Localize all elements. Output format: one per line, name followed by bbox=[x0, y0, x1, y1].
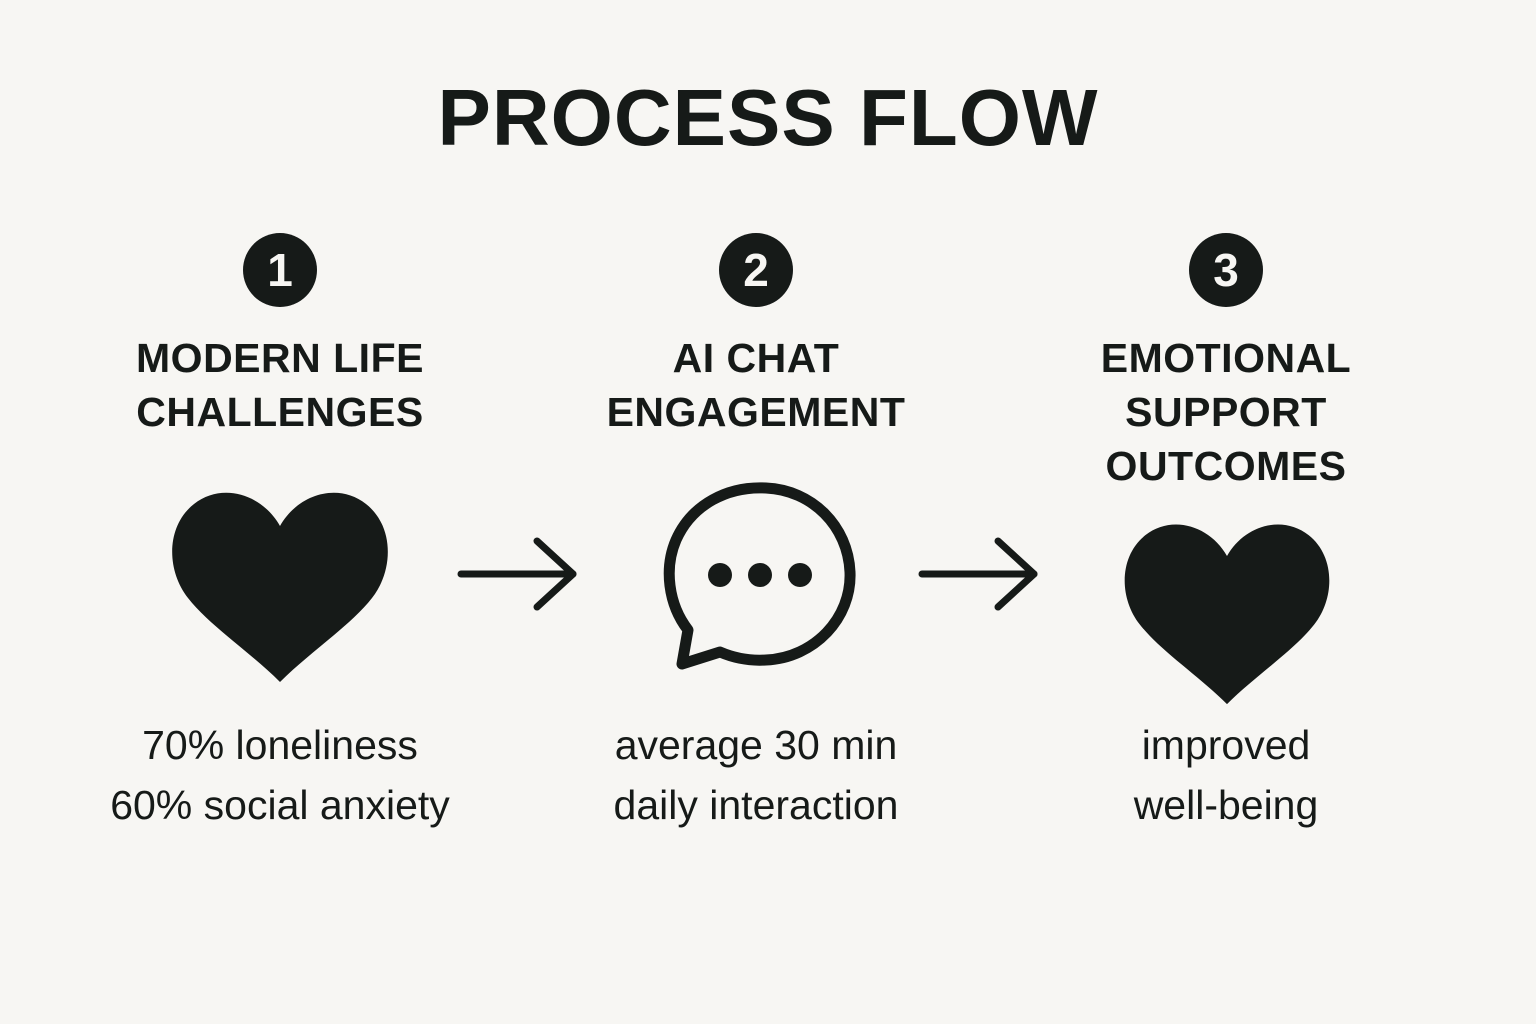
arrow-right-icon bbox=[918, 537, 1038, 611]
step-description: improved well-being bbox=[1133, 722, 1319, 828]
step-1: 1 MODERN LIFE CHALLENGES 70% loneliness … bbox=[80, 0, 480, 1024]
step-2: 2 AI CHAT ENGAGEMENT average 30 min dail… bbox=[556, 0, 956, 1024]
chat-bubble-icon bbox=[663, 482, 856, 670]
step-heading: AI CHAT ENGAGEMENT bbox=[606, 335, 906, 435]
step-heading: MODERN LIFE CHALLENGES bbox=[136, 335, 424, 435]
step-heading: EMOTIONAL SUPPORT OUTCOMES bbox=[1100, 335, 1352, 489]
step-number-badge: 1 bbox=[243, 233, 317, 307]
step-number-badge: 3 bbox=[1189, 233, 1263, 307]
arrow-right-icon bbox=[457, 537, 577, 611]
step-3: 3 EMOTIONAL SUPPORT OUTCOMES improved we… bbox=[1026, 0, 1426, 1024]
step-number-badge: 2 bbox=[719, 233, 793, 307]
heart-icon bbox=[172, 492, 388, 682]
step-description: average 30 min daily interaction bbox=[613, 722, 899, 828]
heart-icon bbox=[1124, 524, 1330, 705]
page-title: PROCESS FLOW bbox=[437, 73, 1099, 162]
step-description: 70% loneliness 60% social anxiety bbox=[110, 722, 450, 828]
